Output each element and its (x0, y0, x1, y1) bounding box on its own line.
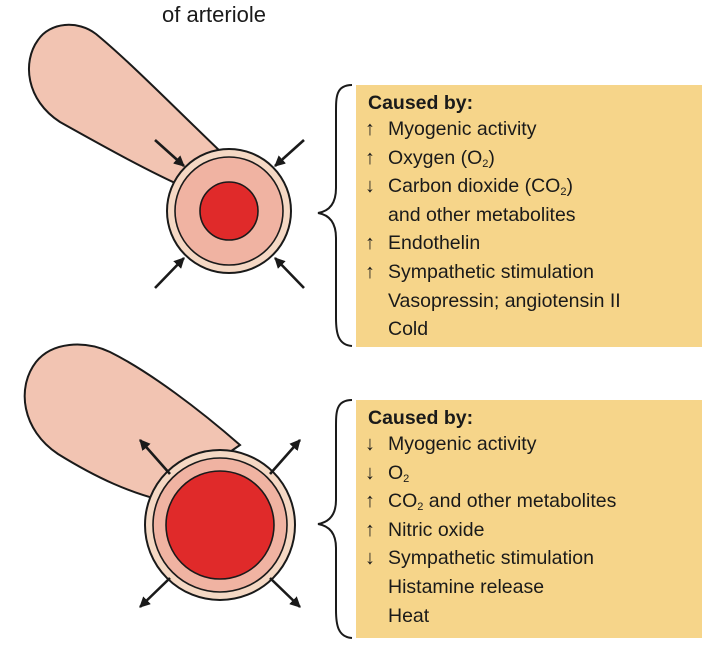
cause-label: Histamine release (388, 575, 544, 599)
inward-arrow-top-left (154, 139, 185, 167)
cause-item: ↓ O2 (356, 460, 702, 488)
cause-label: Carbon dioxide (CO2) (388, 174, 573, 198)
cause-item: ↑ Nitric oxide (356, 517, 702, 545)
cause-item: ↑ Myogenic activity (356, 116, 702, 144)
cause-text: Histamine release (388, 576, 545, 598)
subscript: 2 (482, 157, 489, 170)
constricted-arteriole (27, 23, 305, 289)
increase-arrow-icon: ↑ (365, 118, 375, 140)
cause-label: Cold (388, 317, 428, 341)
cause-text: Cold (388, 318, 429, 341)
decrease-arrow-icon: ↓ (365, 433, 375, 455)
cause-item: ↑ Endothelin (356, 230, 702, 258)
cause-item: ↑ CO2 and other metabolites (356, 488, 702, 516)
subscript: 2 (560, 186, 567, 199)
inward-arrow-bottom-left (154, 257, 185, 289)
wide-lumen (165, 470, 275, 580)
cause-text-suffix: ) (566, 175, 573, 198)
cause-text: Nitric oxide (388, 518, 485, 541)
cause-label: Vasopressin; angiotensin II (388, 289, 621, 313)
increase-arrow-icon: ↑ (365, 232, 375, 255)
cause-text: Oxygen (O (388, 146, 483, 169)
cause-text: Myogenic activity (388, 118, 537, 140)
increase-arrow-icon: ↑ (365, 518, 375, 541)
brace-top (317, 84, 353, 347)
dilated-arteriole (23, 343, 301, 608)
inward-arrow-bottom-right (274, 257, 305, 289)
cause-label: Endothelin (388, 231, 480, 255)
cause-text-suffix: ) (488, 146, 495, 169)
cause-text: Myogenic activity (388, 433, 537, 455)
cause-label: O2 (388, 461, 409, 485)
cause-item: Cold (356, 316, 702, 344)
increase-arrow-icon: ↑ (365, 261, 375, 283)
cause-item: ↑ Sympathetic stimulation (356, 259, 702, 287)
cause-label: Nitric oxide (388, 518, 484, 542)
constriction-causes-box: Caused by: ↑Myogenic activity↑Oxygen (O2… (356, 85, 702, 347)
cause-label: Oxygen (O2) (388, 146, 495, 170)
cause-text: CO (388, 490, 418, 513)
decrease-arrow-icon: ↓ (365, 547, 375, 570)
cause-item: ↓ Sympathetic stimulation (356, 545, 702, 573)
subscript: 2 (403, 472, 410, 485)
cause-item: and other metabolites (356, 202, 702, 230)
cause-item: Histamine release (356, 574, 702, 602)
constriction-heading: Caused by: (368, 92, 474, 114)
outward-arrow-top-left (139, 439, 171, 475)
cause-text: Vasopressin; angiotensin II (388, 289, 621, 312)
outward-arrow-bottom-left (139, 577, 171, 608)
dilation-causes-box: Caused by: ↓Myogenic activity↓O2↑CO2 and… (356, 400, 702, 638)
cause-text: Sympathetic stimulation (388, 261, 594, 283)
cause-label: Myogenic activity (388, 117, 536, 141)
inward-arrow-top-right (274, 139, 305, 167)
brace-bottom (317, 399, 353, 639)
cause-text: O (388, 461, 404, 484)
cause-label: Sympathetic stimulation (388, 546, 594, 570)
cause-text: Endothelin (388, 232, 481, 255)
cause-text-suffix: and other metabolites (423, 490, 617, 513)
cause-item: ↓ Carbon dioxide (CO2) (356, 173, 702, 201)
cause-label: and other metabolites (388, 203, 576, 227)
increase-arrow-icon: ↑ (365, 490, 375, 513)
outward-arrow-bottom-right (269, 577, 301, 608)
narrow-lumen (199, 181, 259, 241)
cause-item: Vasopressin; angiotensin II (356, 288, 702, 316)
subscript: 2 (417, 501, 424, 514)
cause-item: ↓ Myogenic activity (356, 431, 702, 459)
cause-label: Heat (388, 604, 429, 628)
cause-item: ↑ Oxygen (O2) (356, 145, 702, 173)
cause-item: Heat (356, 603, 702, 631)
decrease-arrow-icon: ↓ (365, 175, 375, 198)
cause-label: CO2 and other metabolites (388, 489, 616, 513)
decrease-arrow-icon: ↓ (365, 461, 375, 484)
top-caption: of arteriole (162, 2, 266, 27)
cause-label: Myogenic activity (388, 432, 536, 456)
cause-label: Sympathetic stimulation (388, 260, 594, 284)
cause-text: Sympathetic stimulation (388, 547, 594, 570)
increase-arrow-icon: ↑ (365, 146, 375, 169)
dilation-heading: Caused by: (368, 407, 474, 429)
cause-text: Carbon dioxide (CO (388, 175, 561, 198)
outward-arrow-top-right (269, 439, 301, 475)
cause-text: and other metabolites (388, 203, 576, 226)
cause-text: Heat (388, 604, 430, 627)
